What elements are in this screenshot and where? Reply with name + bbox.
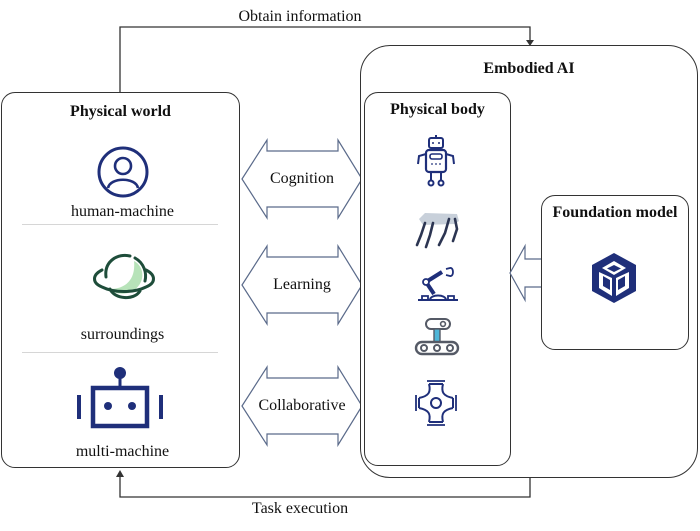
- user-circle-icon: [97, 146, 149, 198]
- physical-body-title: Physical body: [390, 101, 485, 118]
- foundation-model-panel: Foundation model: [541, 195, 689, 350]
- robot-head-icon: [77, 367, 163, 429]
- embodied-ai-title: Embodied AI: [483, 60, 575, 77]
- human-machine-label: human-machine: [70, 203, 175, 220]
- learning-label: Learning: [273, 276, 331, 293]
- foundation-model-title: Foundation model: [552, 204, 678, 221]
- tracked-robot-icon: [414, 318, 460, 356]
- cognition-label: Cognition: [269, 170, 334, 187]
- physical-world-panel: Physical world: [1, 92, 240, 468]
- planet-icon: [93, 253, 155, 299]
- surroundings-label: surroundings: [80, 326, 165, 343]
- task-execution-label: Task execution: [251, 500, 349, 517]
- physical-world-title: Physical world: [70, 103, 171, 120]
- divider: [22, 352, 218, 353]
- collaborative-label: Collaborative: [258, 397, 346, 414]
- humanoid-robot-icon: [417, 135, 455, 187]
- multi-machine-label: multi-machine: [75, 443, 170, 460]
- drone-icon: [415, 380, 457, 426]
- robotic-arm-icon: [418, 267, 458, 301]
- foundation-to-body-arrow: [509, 243, 543, 303]
- obtain-information-label: Obtain information: [238, 8, 362, 25]
- quadruped-robot-icon: [415, 213, 459, 249]
- divider: [22, 224, 218, 225]
- cube-model-icon: [592, 253, 636, 303]
